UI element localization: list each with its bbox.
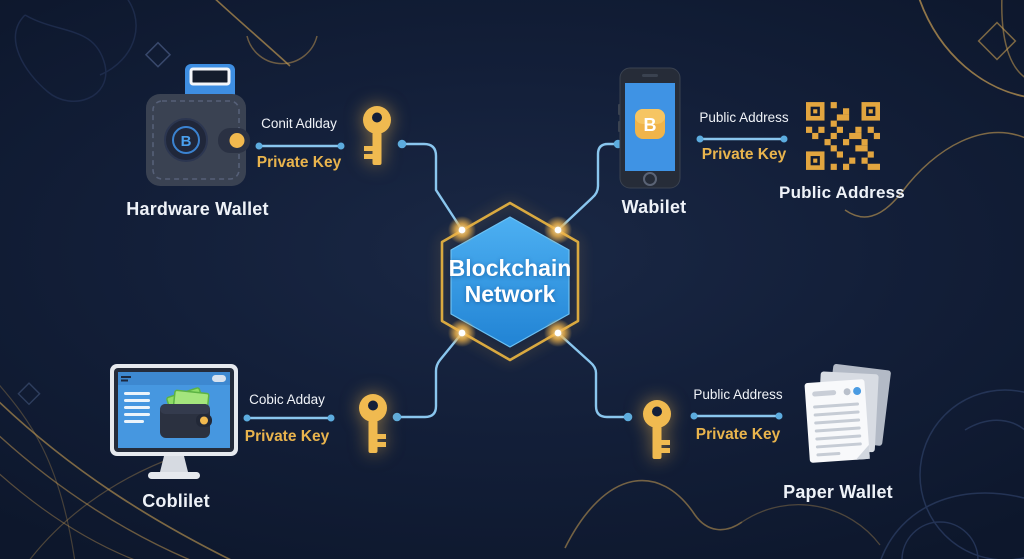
qr-code-icon [806, 102, 880, 170]
desktop-monitor-icon [108, 362, 240, 482]
connector-mobile [556, 142, 618, 232]
bitcoin-app-icon: B [635, 109, 665, 139]
paper-documents-icon [793, 363, 901, 467]
connector-dots [243, 135, 788, 422]
hexagon-glow-nodes [448, 216, 572, 347]
background-blob-decoration [14, 0, 1024, 559]
connection-lines [245, 137, 786, 420]
private-key-icon [352, 392, 394, 458]
connector-desktop [397, 331, 464, 419]
mobile-phone-icon: B [618, 66, 682, 192]
hardware-link-top-label: Conit Adlday [261, 116, 337, 131]
paper-private-key-label: Private Key [695, 426, 781, 443]
connector-paper [556, 331, 628, 419]
desktop-link-top-label: Cobic Adday [249, 392, 325, 407]
hexagon-title: Blockchain Network [430, 255, 590, 308]
hardware-wallet-icon: B B [142, 58, 254, 190]
mobile-private-key-label: Private Key [701, 146, 787, 163]
bitcoin-glyph: B [644, 115, 657, 135]
screen-wallet-icon [160, 404, 212, 438]
paper-wallet-label: Paper Wallet [783, 482, 893, 502]
mobile-public-address-label: Public Address [699, 110, 789, 125]
hexagon-title-line2: Network [464, 280, 556, 307]
mobile-wallet-label: Wabilet [621, 197, 687, 217]
hexagon-title-line1: Blockchain [448, 255, 572, 281]
blockchain-network-hexagon [440, 201, 580, 362]
private-key-icon [356, 104, 398, 170]
paper-public-address-label: Public Address [693, 387, 783, 402]
wallet-body: B [146, 94, 250, 186]
home-button-icon [643, 172, 657, 186]
desktop-private-key-label: Private Key [244, 428, 330, 445]
qr-caption-label: Public Address [779, 183, 905, 202]
bitcoin-glyph: B [181, 133, 192, 150]
connector-hardware [400, 142, 464, 232]
hardware-private-key-label: Private Key [256, 154, 342, 171]
hardware-wallet-label: Hardware Wallet [126, 199, 269, 219]
private-key-icon [636, 398, 678, 464]
desktop-wallet-label: Coblilet [142, 491, 210, 511]
